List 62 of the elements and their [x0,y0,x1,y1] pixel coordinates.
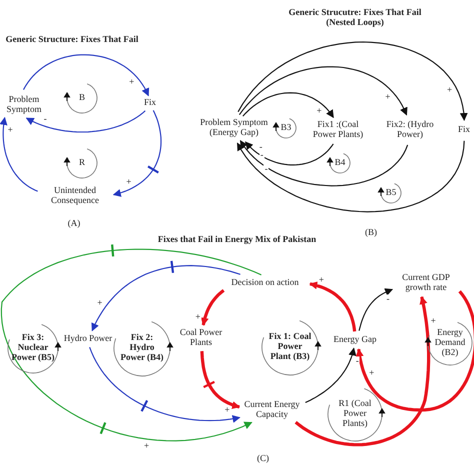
causal-arrow [0,116,38,192]
causal-arrow [294,296,430,446]
variable-label: Energy Gap [329,335,381,345]
causal-arrow [236,140,465,212]
causal-arrow [238,66,408,116]
loop-label: B5 [384,188,398,198]
polarity-sign: + [194,312,202,322]
loop-label: Fix 1: Coal Power Plant (B3) [268,332,312,362]
polarity-sign: + [316,106,323,116]
causal-arrow [112,110,162,197]
variable-label: Decision on action [224,278,306,288]
causal-arrow [200,289,225,326]
polarity-sign: + [384,92,392,102]
causal-arrow [89,347,240,423]
causal-arrow [238,41,468,121]
causal-arrow [358,288,394,331]
causal-arrow [356,290,474,412]
variable-label: Coal Power Plants [177,328,225,348]
loop-label: Energy Demand (B2) [434,328,466,358]
causal-arrow [91,265,240,332]
polarity-sign: + [128,77,136,86]
polarity-sign: + [125,177,132,186]
polarity-sign: + [224,406,231,415]
variable-label: Fix [455,125,473,135]
causal-arrow [200,351,240,410]
polarity-sign: + [446,86,454,95]
causal-arrow [305,348,356,403]
loop-label: B4 [334,158,346,168]
panel-title: Fixes that Fail in Energy Mix of Pakistan [156,235,318,245]
panel-title: Generic Strucutre: Fixes That Fail (Nested Loops) [288,8,422,28]
polarity-sign: - [354,356,360,366]
panel-title: Generic Structure: Fixes That Fail [4,35,140,45]
causal-arrow [309,281,356,332]
variable-label: Problem Symptom (Energy Gap) [198,118,270,138]
polarity-sign: + [6,125,14,134]
loop-label: R1 (Coal Power Plants) [338,399,372,429]
polarity-sign: + [96,298,104,308]
variable-label: Fix2: (Hydro Power) [384,120,436,140]
panel-label: (A) [66,219,82,229]
polarity-sign: + [368,368,376,378]
polarity-sign: + [143,442,150,451]
polarity-sign: + [430,316,437,326]
panel-label: (C) [256,454,270,464]
variable-label: Unintended Consequence [40,186,110,206]
causal-arrow [244,141,334,166]
variable-label: Current GDP growth rate [395,273,457,293]
panel-label: (B) [364,228,378,238]
variable-label: Fix1 :(Coal Power Plants) [307,120,369,140]
polarity-sign: + [318,275,325,284]
variable-label: Current Energy Capacity [243,400,301,420]
causal-arrow [242,92,334,118]
loop-label: B [78,93,86,103]
variable-label: Fix [140,98,160,108]
loop-label: B3 [280,123,292,133]
loop-label: Fix 2: Hydro Power (B4) [120,333,164,363]
causal-arrow [0,248,262,442]
causal-arrow [23,54,150,96]
causal-arrow [26,110,146,133]
loop-label: R [78,158,86,168]
variable-label: Hydro Power [59,334,117,344]
causal-arrow [240,140,408,186]
variable-label: Problem Symptom [0,95,49,115]
